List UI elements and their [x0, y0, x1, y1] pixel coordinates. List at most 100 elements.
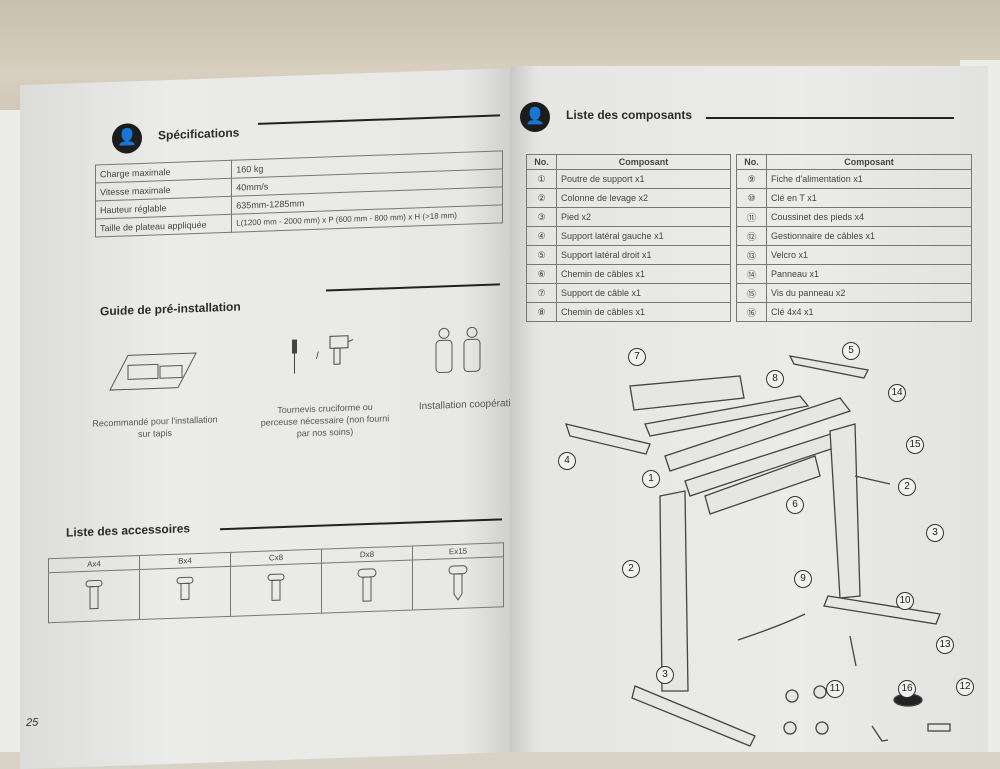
callout-4: 4 — [558, 452, 576, 470]
component-no: ⑫ — [736, 226, 767, 246]
t-key-part — [849, 635, 857, 667]
page-number: 25 — [26, 716, 39, 729]
component-name: Pied x2 — [556, 207, 731, 227]
cable-support-part — [629, 375, 745, 411]
component-name: Clé en T x1 — [766, 188, 972, 208]
callout-7: 7 — [628, 348, 646, 366]
component-name: Support latéral gauche x1 — [556, 226, 731, 246]
component-no: ④ — [526, 226, 557, 246]
component-name: Poutre de support x1 — [556, 169, 731, 189]
component-name: Vis du panneau x2 — [766, 283, 972, 303]
divider — [258, 114, 500, 125]
component-name: Chemin de câbles x1 — [556, 264, 731, 284]
component-no: ⑧ — [526, 302, 557, 322]
user-icon: 👤 — [520, 102, 550, 132]
component-no: ⑩ — [736, 188, 767, 208]
component-no: ③ — [526, 207, 557, 227]
component-name: Panneau x1 — [766, 264, 972, 284]
foot-part — [823, 595, 941, 625]
component-no: ① — [526, 169, 557, 189]
screwdriver-icon — [292, 339, 297, 374]
screw-icon — [412, 556, 504, 610]
hex-key-part — [871, 725, 889, 742]
accessories-title: Liste des accessoires — [66, 521, 191, 540]
spec-label: Taille de plateau appliquée — [95, 214, 232, 238]
foot-part — [631, 685, 756, 747]
callout-6: 6 — [786, 496, 804, 514]
callout-1: 1 — [642, 470, 660, 488]
side-support-right — [788, 355, 869, 379]
screw-icon — [139, 566, 231, 620]
component-name: Colonne de levage x2 — [556, 188, 731, 208]
callout-3: 3 — [926, 524, 944, 542]
callout-14: 14 — [888, 384, 906, 402]
callout-8: 8 — [766, 370, 784, 388]
separator: / — [316, 350, 319, 362]
component-name: Support latéral droit x1 — [556, 245, 731, 265]
cable-tray-part — [704, 455, 821, 515]
specs-title: Spécifications — [158, 125, 240, 143]
callout-15: 15 — [906, 436, 924, 454]
component-no: ⑭ — [736, 264, 767, 284]
component-no: ⑤ — [526, 245, 557, 265]
callout-3b: 3 — [656, 666, 674, 684]
panel-part — [854, 475, 891, 485]
component-no: ⑮ — [736, 283, 767, 303]
callout-11: 11 — [826, 680, 844, 698]
component-name: Fiche d'alimentation x1 — [766, 169, 972, 189]
preinstall-caption: Tournevis cruciforme ou perceuse nécessa… — [260, 401, 390, 439]
support-beam-part — [664, 397, 852, 472]
component-name: Gestionnaire de câbles x1 — [766, 226, 972, 246]
power-plug-part — [737, 613, 806, 641]
component-name: Support de câble x1 — [556, 283, 731, 303]
component-no: ⑥ — [526, 264, 557, 284]
screw-icon — [230, 563, 322, 617]
cable-manager-part — [927, 723, 951, 732]
component-no: ⑨ — [736, 169, 767, 189]
two-people-icon — [435, 326, 481, 374]
col-header: Composant — [556, 154, 731, 170]
side-support-left — [565, 423, 651, 455]
user-icon: 👤 — [112, 122, 142, 154]
divider — [706, 117, 954, 119]
preinstall-title: Guide de pré-installation — [100, 299, 241, 319]
component-name: Chemin de câbles x1 — [556, 302, 731, 322]
callout-13: 13 — [936, 636, 954, 654]
screw-icon — [321, 559, 413, 614]
col-header: Composant — [766, 154, 972, 170]
component-name: Coussinet des pieds x4 — [766, 207, 972, 227]
callout-2b: 2 — [622, 560, 640, 578]
callout-9: 9 — [794, 570, 812, 588]
col-header: No. — [526, 154, 557, 170]
divider — [220, 518, 502, 531]
lifting-column — [659, 490, 689, 692]
component-name: Velcro x1 — [766, 245, 972, 265]
callout-10: 10 — [896, 592, 914, 610]
divider — [326, 283, 500, 292]
component-no: ⑯ — [736, 302, 767, 322]
component-no: ⑬ — [736, 245, 767, 265]
lifting-column — [829, 423, 861, 599]
cable-tray-part — [644, 395, 810, 437]
callout-5: 5 — [842, 342, 860, 360]
component-no: ② — [526, 188, 557, 208]
accessories-table: Ax4 Bx4 Cx8 Dx8 Ex15 — [48, 542, 504, 623]
component-name: Clé 4x4 x1 — [766, 302, 972, 322]
components-title: Liste des composants — [566, 108, 693, 122]
col-header: No. — [736, 154, 767, 170]
callout-12: 12 — [956, 678, 974, 696]
screw-icon — [48, 569, 140, 623]
component-no: ⑦ — [526, 283, 557, 303]
drill-icon — [329, 335, 354, 365]
component-no: ⑪ — [736, 207, 767, 227]
carpet-icon — [109, 352, 197, 391]
callout-2: 2 — [898, 478, 916, 496]
exploded-diagram — [565, 355, 951, 747]
preinstall-caption: Recommandé pour l'installation sur tapis — [92, 414, 218, 440]
callout-16: 16 — [898, 680, 916, 698]
